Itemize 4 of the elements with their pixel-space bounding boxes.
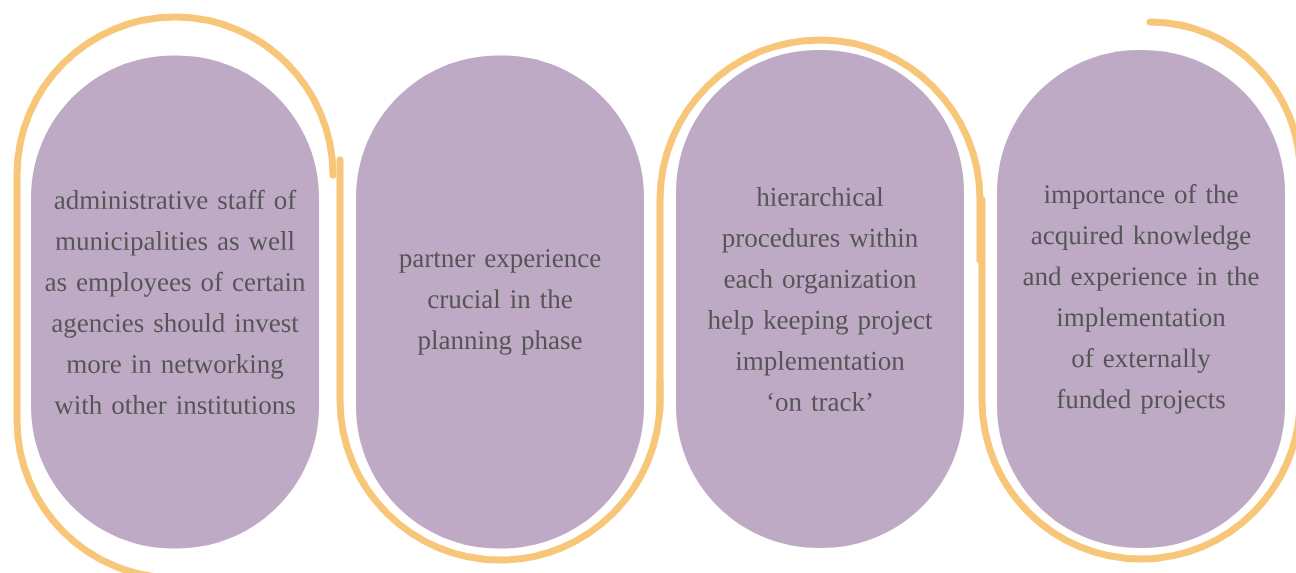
text-pill: importance of the acquired knowledge and experience in the implementation of externally funded projects bbox=[997, 50, 1285, 548]
text-pill: hierarchical procedures within each organization help keeping project implementation ‘on track’ bbox=[676, 50, 964, 548]
text-pill: administrative staff of municipalities as well as employees of certain agencies should invest more in networking with other institutions bbox=[31, 55, 319, 549]
text-pill: partner experience crucial in the planning phase bbox=[356, 55, 644, 549]
